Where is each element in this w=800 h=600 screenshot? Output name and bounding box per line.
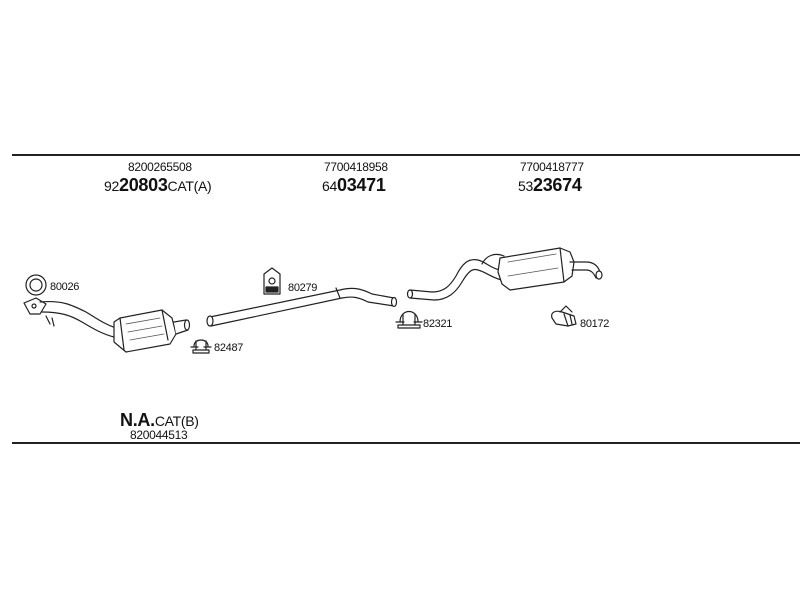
rear-hanger-part-label: 80172 — [580, 318, 610, 330]
intermediate-pipe-icon — [206, 287, 398, 327]
rear-silencer-icon — [406, 247, 603, 301]
rear-hanger-icon — [551, 305, 577, 327]
group-1-prefix: 92 — [104, 178, 119, 194]
top-rule — [12, 154, 800, 156]
rear-clamp-part-label: 82321 — [423, 318, 453, 330]
group-3-ref-number: 7700418777 — [520, 160, 584, 174]
front-hanger-part-label: 80279 — [288, 282, 318, 294]
bottom-rule — [12, 442, 800, 444]
group-3-part-number: 5323674 — [518, 175, 582, 196]
ring-part-label: 80026 — [50, 281, 80, 293]
ring-seal-icon — [25, 274, 47, 296]
front-clamp-part-label: 82487 — [214, 342, 244, 354]
group-1-suffix: CAT(A) — [167, 178, 212, 194]
footer-part-number: N.A.CAT(B) — [120, 410, 199, 431]
group-1-ref-number: 8200265508 — [128, 160, 192, 174]
catalytic-converter-icon — [23, 297, 191, 353]
group-2-ref-number: 7700418958 — [324, 160, 388, 174]
rear-clamp-icon — [395, 310, 423, 329]
front-hanger-icon — [263, 267, 281, 295]
group-2-part-number: 6403471 — [322, 175, 386, 196]
group-1-bold-number: 20803 — [118, 175, 168, 195]
footer-suffix: CAT(B) — [154, 413, 199, 429]
footer-ref-number: 820044513 — [130, 428, 188, 442]
group-2-bold-number: 03471 — [336, 175, 386, 195]
group-2-prefix: 64 — [322, 178, 337, 194]
group-1-part-number: 9220803CAT(A) — [104, 175, 212, 196]
group-3-prefix: 53 — [518, 178, 533, 194]
front-clamp-icon — [190, 339, 212, 354]
footer-bold-code: N.A. — [120, 410, 155, 430]
group-3-bold-number: 23674 — [532, 175, 582, 195]
